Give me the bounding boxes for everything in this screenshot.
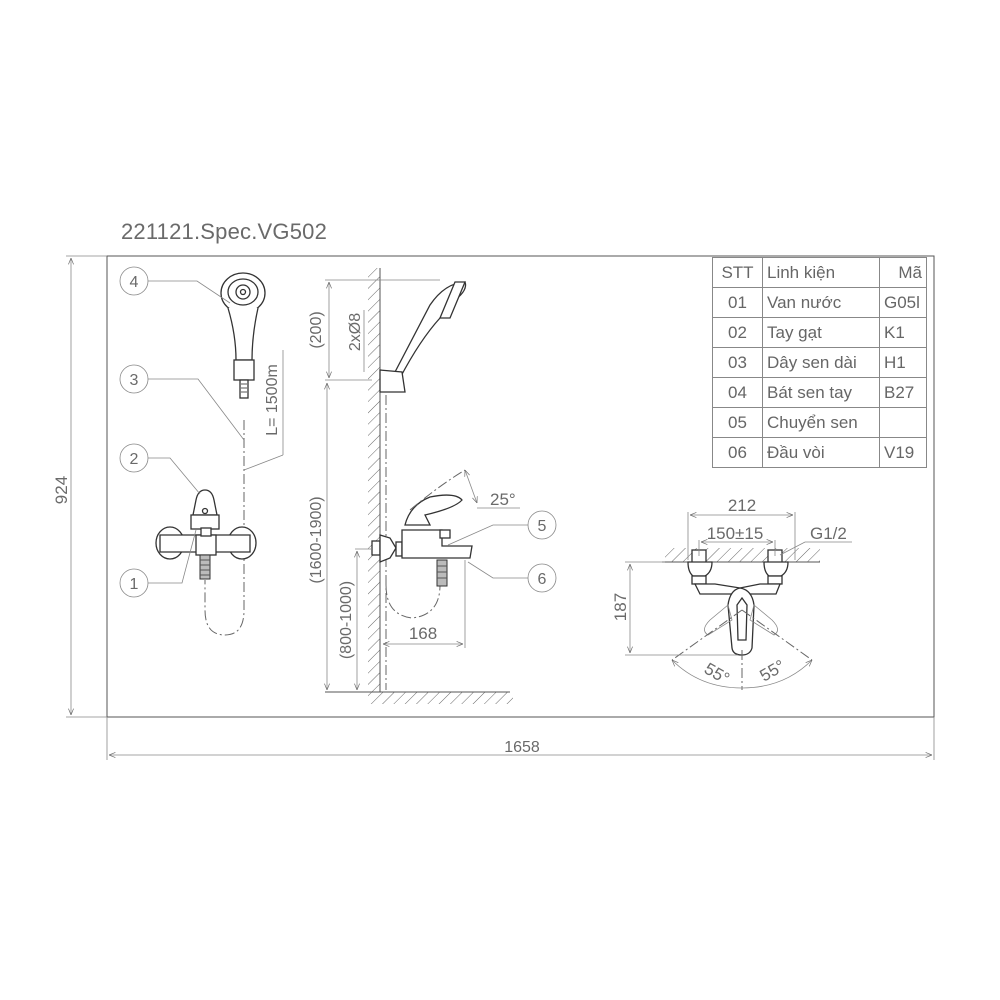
dim-1600-1900: (1600-1900): [308, 496, 325, 583]
hand-shower-front: [220, 272, 266, 399]
parts-table-header: STT Linh kiện Mã: [712, 257, 927, 288]
dim-55deg-left: 55°: [701, 659, 733, 688]
dim-924: 924: [52, 476, 71, 504]
mixer-top: [672, 549, 812, 690]
mixer-side: [371, 470, 520, 587]
header-code: Mã: [879, 257, 927, 288]
callout-4: 4: [119, 266, 231, 304]
table-row: 02 Tay gạt K1: [712, 317, 927, 348]
dimension-spout: 168: [383, 560, 466, 648]
callout-2: 2: [119, 443, 201, 495]
dim-1658: 1658: [504, 739, 540, 756]
cell-code: B27: [879, 377, 927, 408]
dim-25deg: 25°: [490, 490, 516, 509]
dim-hose-length: L= 1500m: [264, 364, 281, 436]
dimension-holder-offset: (200) 2xØ8: [308, 279, 440, 381]
cell-stt: 04: [712, 377, 763, 408]
callout-5: 5: [447, 510, 557, 546]
hand-shower-side: [379, 281, 467, 393]
cell-stt: 06: [712, 437, 763, 468]
svg-text:5: 5: [538, 518, 547, 535]
table-row: 03 Dây sen dài H1: [712, 347, 927, 378]
cell-name: Tay gạt: [762, 317, 880, 348]
dim-55deg-right: 55°: [757, 656, 789, 685]
dimension-overall-height: 924: [52, 255, 107, 718]
cell-code: V19: [879, 437, 927, 468]
dim-168: 168: [409, 624, 437, 643]
callout-6: 6: [467, 561, 557, 593]
parts-table: STT Linh kiện Mã 01 Van nước G05l 02 Tay…: [712, 257, 927, 468]
dimension-shower-height: (1600-1900): [308, 383, 327, 690]
dim-g12: G1/2: [810, 524, 847, 543]
table-row: 05 Chuyển sen: [712, 407, 927, 438]
header-stt: STT: [712, 257, 763, 288]
dimension-mixer-depth: 187: [611, 561, 738, 656]
cell-code: [879, 407, 927, 438]
cell-code: K1: [879, 317, 927, 348]
cell-name: Chuyển sen: [762, 407, 880, 438]
svg-text:2: 2: [130, 451, 139, 468]
dimension-inlet-spacing: 150±15: [698, 524, 776, 556]
hose-path: [204, 420, 245, 636]
cell-code: G05l: [879, 287, 927, 318]
table-row: 06 Đầu vòi V19: [712, 437, 927, 468]
mixer-front: [155, 489, 257, 580]
cell-stt: 05: [712, 407, 763, 438]
dim-holes: 2xØ8: [347, 313, 364, 351]
callout-3: 3: [119, 364, 245, 441]
table-row: 04 Bát sen tay B27: [712, 377, 927, 408]
drawing-title: 221121.Spec.VG502: [121, 219, 328, 244]
cell-name: Bát sen tay: [762, 377, 880, 408]
dim-800-1000: (800-1000): [338, 581, 355, 659]
wall-hatch: [368, 268, 380, 692]
dim-212: 212: [728, 496, 756, 515]
svg-text:1: 1: [130, 576, 139, 593]
svg-text:6: 6: [538, 571, 547, 588]
dim-187: 187: [611, 593, 630, 621]
svg-text:4: 4: [130, 274, 139, 291]
cell-stt: 02: [712, 317, 763, 348]
dimension-hose-length: L= 1500m: [243, 350, 284, 471]
table-row: 01 Van nước G05l: [712, 287, 927, 318]
dim-150: 150±15: [707, 524, 764, 543]
svg-text:3: 3: [130, 372, 139, 389]
cell-stt: 03: [712, 347, 763, 378]
dimension-mixer-height: (800-1000): [338, 548, 372, 690]
label-thread: G1/2: [779, 524, 852, 556]
header-name: Linh kiện: [762, 257, 880, 288]
floor-hatch: [368, 692, 513, 704]
callout-1: 1: [119, 529, 197, 598]
cell-code: H1: [879, 347, 927, 378]
cell-name: Đầu vòi: [762, 437, 880, 468]
cell-name: Van nước: [762, 287, 880, 318]
drawing-frame: [106, 255, 935, 718]
dim-200: (200): [308, 311, 325, 348]
cell-stt: 01: [712, 287, 763, 318]
cell-name: Dây sen dài: [762, 347, 880, 378]
dimension-mixer-width: 212: [687, 496, 796, 560]
dimension-overall-width: 1658: [106, 717, 935, 760]
